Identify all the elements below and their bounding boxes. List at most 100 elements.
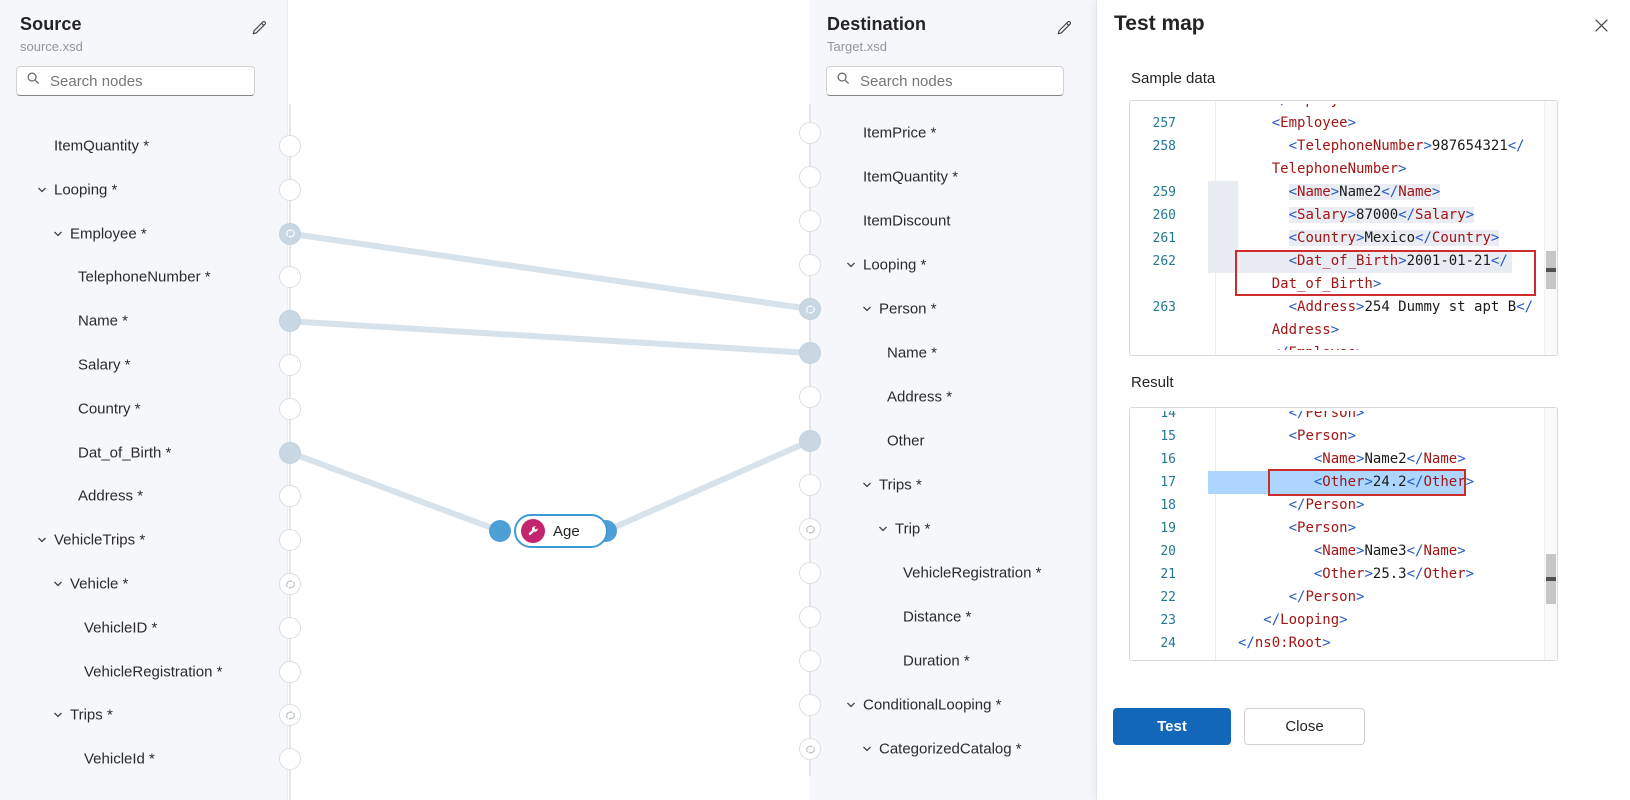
tree-item-other[interactable]: Other [810, 419, 1096, 463]
destination-handle-name[interactable] [799, 342, 821, 364]
destination-handle-duration[interactable] [799, 650, 821, 672]
tree-item-name[interactable]: Name * [810, 331, 1096, 375]
chevron-down-icon[interactable] [861, 743, 873, 755]
scrollbar-thumb[interactable] [1546, 251, 1556, 289]
source-handle-employee[interactable] [279, 222, 301, 245]
tree-item-salary[interactable]: Salary * [0, 343, 287, 387]
tree-item-itemquantity[interactable]: ItemQuantity * [810, 155, 1096, 199]
destination-handle-vehicleregistration[interactable] [799, 562, 821, 584]
tree-item-trips[interactable]: Trips * [0, 693, 287, 737]
line-number: 17 [1160, 475, 1176, 490]
code-text: <Country>Mexico</Country> [1288, 230, 1500, 246]
tree-item-itemprice[interactable]: ItemPrice * [810, 111, 1096, 155]
destination-search-input[interactable] [858, 71, 1061, 91]
tree-item-address[interactable]: Address * [810, 375, 1096, 419]
tree-item-conditionallooping[interactable]: ConditionalLooping * [810, 683, 1096, 727]
destination-handle-itemquantity[interactable] [799, 166, 821, 188]
tree-item-vehicleregistration[interactable]: VehicleRegistration * [0, 650, 287, 694]
destination-handle-conditionallooping[interactable] [799, 694, 821, 716]
tree-item-person[interactable]: Person * [810, 287, 1096, 331]
tree-item-itemquantity[interactable]: ItemQuantity * [0, 124, 287, 168]
tree-item-looping[interactable]: Looping * [810, 243, 1096, 287]
edit-source-button[interactable] [248, 16, 271, 39]
close-button[interactable]: Close [1244, 708, 1365, 745]
source-search-box[interactable] [16, 66, 255, 96]
source-handle-country[interactable] [279, 397, 301, 420]
tree-item-label: Name * [887, 344, 938, 362]
source-handle-name[interactable] [279, 310, 301, 333]
result-editor[interactable]: 14 </Person>15 <Person>16 <Name>Name2</N… [1129, 407, 1558, 661]
tree-item-country[interactable]: Country * [0, 387, 287, 431]
destination-handle-itemprice[interactable] [799, 122, 821, 144]
code-text: <Employee> [1271, 115, 1357, 131]
source-handle-telephonenumber[interactable] [279, 266, 301, 289]
tree-item-employee[interactable]: Employee * [0, 212, 287, 256]
destination-handle-categorizedcatalog[interactable] [799, 738, 821, 760]
scrollbar-thumb[interactable] [1546, 554, 1556, 604]
chevron-down-icon[interactable] [52, 709, 64, 721]
sample-editor-scrollbar[interactable] [1544, 101, 1557, 355]
test-button[interactable]: Test [1113, 708, 1231, 745]
chevron-down-icon[interactable] [845, 259, 857, 271]
close-panel-button[interactable] [1589, 13, 1614, 38]
chevron-down-icon[interactable] [861, 303, 873, 315]
code-text: <Person> [1288, 428, 1357, 444]
source-handle-vehicleid[interactable] [279, 748, 301, 771]
destination-search-box[interactable] [826, 66, 1064, 96]
tree-item-distance[interactable]: Distance * [810, 595, 1096, 639]
chevron-down-icon[interactable] [52, 578, 64, 590]
tree-item-address[interactable]: Address * [0, 474, 287, 518]
source-search-input[interactable] [48, 71, 251, 91]
tree-item-telephonenumber[interactable]: TelephoneNumber * [0, 255, 287, 299]
edge-employee-to-person[interactable] [287, 230, 813, 312]
chevron-down-icon[interactable] [877, 523, 889, 535]
edge-name-to-name[interactable] [287, 318, 813, 356]
destination-handle-distance[interactable] [799, 606, 821, 628]
tree-item-categorizedcatalog[interactable]: CategorizedCatalog * [810, 727, 1096, 771]
source-handle-vehicle[interactable] [279, 573, 301, 595]
tree-item-trip[interactable]: Trip * [810, 507, 1096, 551]
source-handle-salary[interactable] [279, 354, 301, 376]
chevron-down-icon[interactable] [52, 228, 64, 240]
source-handle-dat-of-birth[interactable] [279, 441, 301, 464]
destination-handle-address[interactable] [799, 386, 821, 408]
function-input-handle[interactable] [489, 520, 511, 542]
source-handle-address[interactable] [279, 485, 301, 508]
edge-dat-of-birth-to-age[interactable] [287, 449, 503, 534]
tree-item-vehicleregistration[interactable]: VehicleRegistration * [810, 551, 1096, 595]
tree-item-vehicle[interactable]: Vehicle * [0, 562, 287, 606]
result-editor-scrollbar[interactable] [1544, 408, 1557, 660]
chevron-down-icon[interactable] [36, 184, 48, 196]
source-handle-itemquantity[interactable] [279, 135, 301, 157]
source-handle-looping[interactable] [279, 178, 301, 201]
source-handle-vehicleid[interactable] [279, 616, 301, 639]
tree-item-trips[interactable]: Trips * [810, 463, 1096, 507]
code-text: </Person> [1288, 589, 1365, 605]
tree-item-itemdiscount[interactable]: ItemDiscount [810, 199, 1096, 243]
edit-destination-button[interactable] [1053, 16, 1076, 39]
tree-item-name[interactable]: Name * [0, 299, 287, 343]
chevron-down-icon[interactable] [845, 699, 857, 711]
tree-item-dat-of-birth[interactable]: Dat_of_Birth * [0, 431, 287, 475]
function-node-age[interactable]: Age [514, 514, 608, 548]
destination-handle-looping[interactable] [799, 254, 821, 276]
tree-item-duration[interactable]: Duration * [810, 639, 1096, 683]
destination-handle-trip[interactable] [799, 518, 821, 540]
tree-item-looping[interactable]: Looping * [0, 168, 287, 212]
tree-item-vehicleid[interactable]: VehicleId * [0, 737, 287, 781]
sample-data-editor[interactable]: </Employee>257 <Employee>258 <TelephoneN… [1129, 100, 1558, 356]
tree-item-vehicleid[interactable]: VehicleID * [0, 606, 287, 650]
chevron-down-icon[interactable] [861, 479, 873, 491]
tree-item-vehicletrips[interactable]: VehicleTrips * [0, 518, 287, 562]
source-handle-trips[interactable] [279, 704, 301, 727]
wrench-icon [527, 525, 539, 537]
edge-age-to-other[interactable] [603, 438, 813, 534]
destination-handle-trips[interactable] [799, 474, 821, 496]
chevron-down-icon[interactable] [36, 534, 48, 546]
destination-handle-other[interactable] [799, 430, 821, 452]
destination-handle-itemdiscount[interactable] [799, 210, 821, 232]
source-handle-vehicleregistration[interactable] [279, 660, 301, 683]
source-handle-vehicletrips[interactable] [279, 529, 301, 552]
destination-handle-person[interactable] [799, 298, 821, 320]
source-panel-header: Source source.xsd [0, 0, 287, 96]
